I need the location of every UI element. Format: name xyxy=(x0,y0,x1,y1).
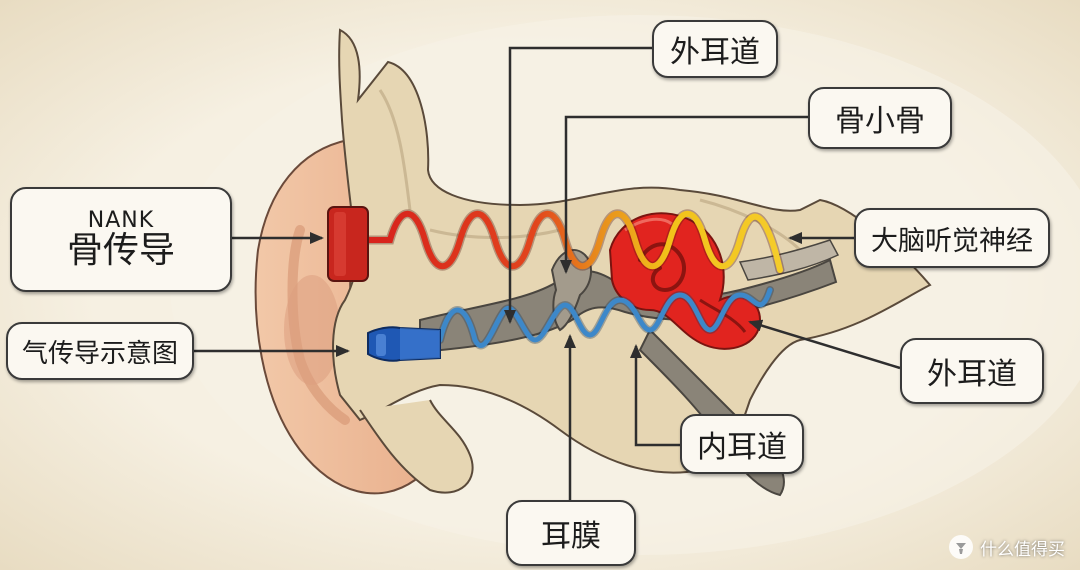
air-conduction-wave xyxy=(437,287,773,348)
ear-concha xyxy=(284,275,340,385)
auditory-nerve xyxy=(738,239,840,281)
watermark-text: 什么值得买 xyxy=(980,539,1065,560)
label-ossicles: 骨小骨 xyxy=(808,87,952,149)
arrow-inner-canal xyxy=(630,344,680,447)
label-auditory-nerve: 大脑听觉神经 xyxy=(854,208,1050,268)
label-outer-ear-canal-top: 外耳道 xyxy=(652,20,778,78)
arrow-outer-canal-top xyxy=(504,46,652,324)
label-bone-conduction: NANK 骨传导 xyxy=(10,187,232,292)
watermark-logo-icon xyxy=(949,535,973,559)
bone-conduction-text: 骨传导 xyxy=(66,230,175,272)
leader-lines xyxy=(194,46,901,500)
label-eardrum: 耳膜 xyxy=(506,500,636,566)
arrow-outer-canal-right xyxy=(748,319,901,370)
air-conduction-earbud xyxy=(367,326,441,362)
bone-lower-ridge xyxy=(359,399,474,494)
label-air-conduction: 气传导示意图 xyxy=(6,322,194,380)
bone-conduction-transducer xyxy=(327,206,369,282)
watermark: 什么值得买 xyxy=(948,532,1065,562)
brand-name: NANK xyxy=(87,208,155,234)
label-inner-ear-canal: 内耳道 xyxy=(680,414,804,474)
bone-conduction-wave-color xyxy=(365,210,783,273)
label-outer-ear-canal-right: 外耳道 xyxy=(900,338,1044,404)
arrow-ossicles xyxy=(560,115,808,274)
